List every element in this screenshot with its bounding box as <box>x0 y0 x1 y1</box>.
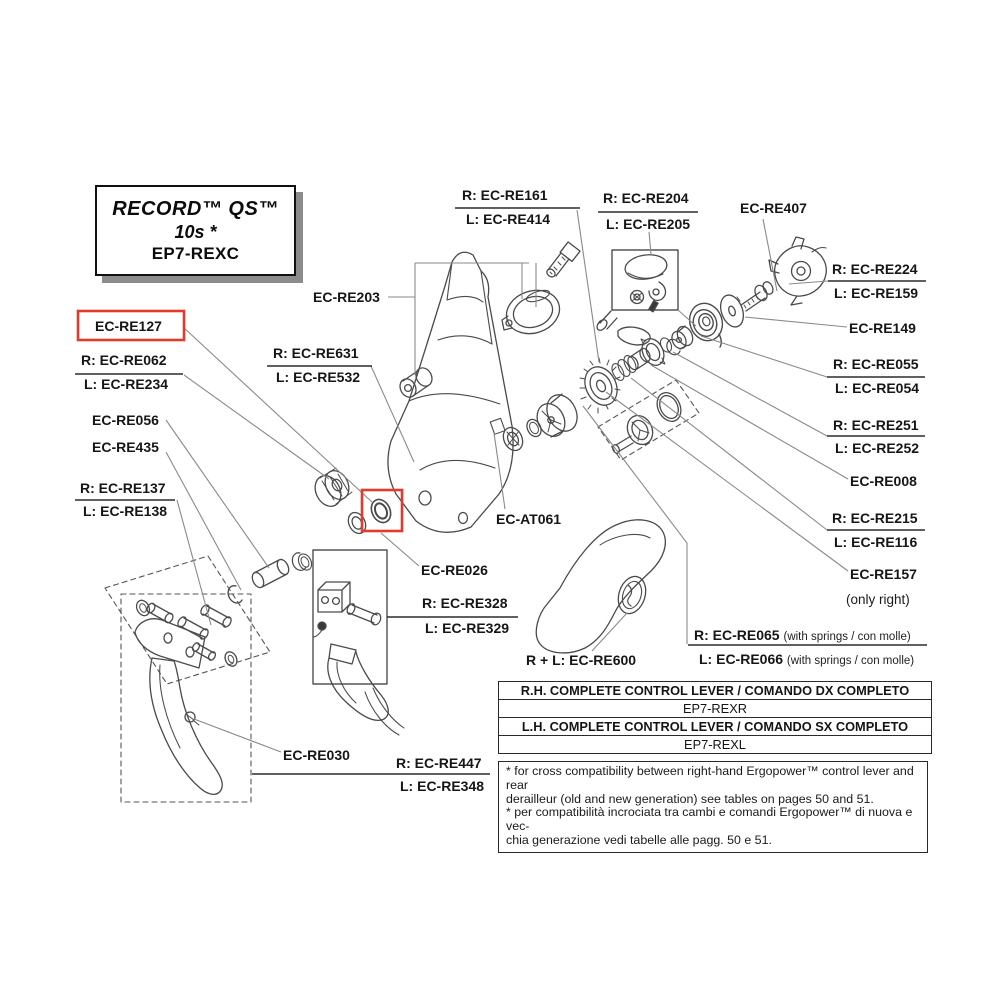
part-label-re065-code: R: EC-RE065 <box>694 627 780 643</box>
part-label-re234: L: EC-RE234 <box>84 376 169 392</box>
part-label-re116: L: EC-RE116 <box>834 534 918 550</box>
part-label-re252: L: EC-RE252 <box>835 440 920 456</box>
part-label-re329: L: EC-RE329 <box>425 620 510 636</box>
part-label-re203: EC-RE203 <box>313 289 380 305</box>
brake-lever-drawing <box>120 593 252 803</box>
part-label-re631: R: EC-RE631 <box>273 345 359 361</box>
speed-designation: 10s * <box>174 221 217 242</box>
part-label-re447: R: EC-RE447 <box>396 755 482 771</box>
part-label-re066: L: EC-RE066 (with springs / con molle) <box>699 652 914 669</box>
part-label-re137: R: EC-RE137 <box>80 480 166 496</box>
part-label-re159: L: EC-RE159 <box>834 285 919 301</box>
return-spring-group-drawing <box>688 236 827 348</box>
part-label-re149: EC-RE149 <box>849 320 916 336</box>
thumb-button-group-drawing <box>596 249 679 346</box>
part-label-re328: R: EC-RE328 <box>422 595 508 611</box>
part-label-re204: R: EC-RE204 <box>603 190 689 206</box>
part-label-re348: L: EC-RE348 <box>400 778 485 794</box>
series-name: RECORD™ QS™ <box>112 197 279 220</box>
table-row-lh-code: EP7-REXL <box>684 737 746 752</box>
complete-lever-table: R.H. COMPLETE CONTROL LEVER / COMANDO DX… <box>498 681 932 754</box>
pivot-pins-group-drawing <box>104 555 271 685</box>
part-label-re127: EC-RE127 <box>95 318 162 334</box>
table-row-rh-title: R.H. COMPLETE CONTROL LEVER / COMANDO DX… <box>499 682 931 700</box>
part-label-re065: R: EC-RE065 (with springs / con molle) <box>694 628 911 645</box>
part-label-re062: R: EC-RE062 <box>81 352 167 368</box>
part-label-at061: EC-AT061 <box>496 511 562 527</box>
part-label-re138: L: EC-RE138 <box>83 503 168 519</box>
part-label-re054: L: EC-RE054 <box>835 380 920 396</box>
part-label-re251: R: EC-RE251 <box>833 417 919 433</box>
part-label-re215: R: EC-RE215 <box>832 510 918 526</box>
highlight-boxes <box>76 309 404 533</box>
brake-hood-drawing <box>535 519 666 654</box>
part-label-re205: L: EC-RE205 <box>606 216 691 232</box>
label-rules <box>75 207 927 775</box>
carrier-ring-group-drawing <box>597 379 700 461</box>
part-label-re414: L: EC-RE414 <box>466 211 551 227</box>
washer-drum-gear-drawing <box>502 325 694 452</box>
part-label-re532: L: EC-RE532 <box>276 369 361 385</box>
part-label-re435: EC-RE435 <box>92 439 159 455</box>
highlight-box-ring-part <box>360 488 404 533</box>
part-label-re055: R: EC-RE055 <box>833 356 919 372</box>
lever-body-drawing <box>387 251 514 533</box>
part-label-re008: EC-RE008 <box>850 473 917 489</box>
leader-lines <box>165 209 849 753</box>
part-label-re030: EC-RE030 <box>283 747 350 763</box>
footnote-en: * for cross compatibility between right-… <box>506 764 914 806</box>
highlight-box-label-re127 <box>76 309 186 342</box>
table-row-lh-title: L.H. COMPLETE CONTROL LEVER / COMANDO SX… <box>499 718 931 736</box>
part-label-re026: EC-RE026 <box>421 562 488 578</box>
part-label-re056: EC-RE056 <box>92 412 159 428</box>
part-label-re066-note: (with springs / con molle) <box>786 655 915 667</box>
footnote-it: * per compatibilità incrociata tra cambi… <box>506 805 913 847</box>
part-label-re407: EC-RE407 <box>740 200 807 216</box>
table-row-rh-code: EP7-REXR <box>499 700 931 718</box>
clamp-band-drawing <box>501 241 581 335</box>
part-label-re157: EC-RE157 <box>850 566 917 582</box>
title-box: RECORD™ QS™ 10s * EP7-REXC <box>95 185 296 276</box>
part-label-re600: R + L: EC-RE600 <box>526 652 637 668</box>
socket-bolt-drawing <box>399 367 433 398</box>
part-label-re161: R: EC-RE161 <box>462 187 548 203</box>
shift-paddle-group-drawing <box>291 549 405 736</box>
part-label-re065-note: (with springs / con molle) <box>783 631 911 643</box>
footnote-box: * for cross compatibility between right-… <box>498 761 928 853</box>
part-label-re157-note: (only right) <box>846 592 910 607</box>
part-label-re066-code: L: EC-RE066 <box>699 651 784 667</box>
pivot-axis-parts-drawing <box>227 467 392 604</box>
model-code: EP7-REXC <box>151 243 240 263</box>
part-label-re224: R: EC-RE224 <box>832 261 918 277</box>
